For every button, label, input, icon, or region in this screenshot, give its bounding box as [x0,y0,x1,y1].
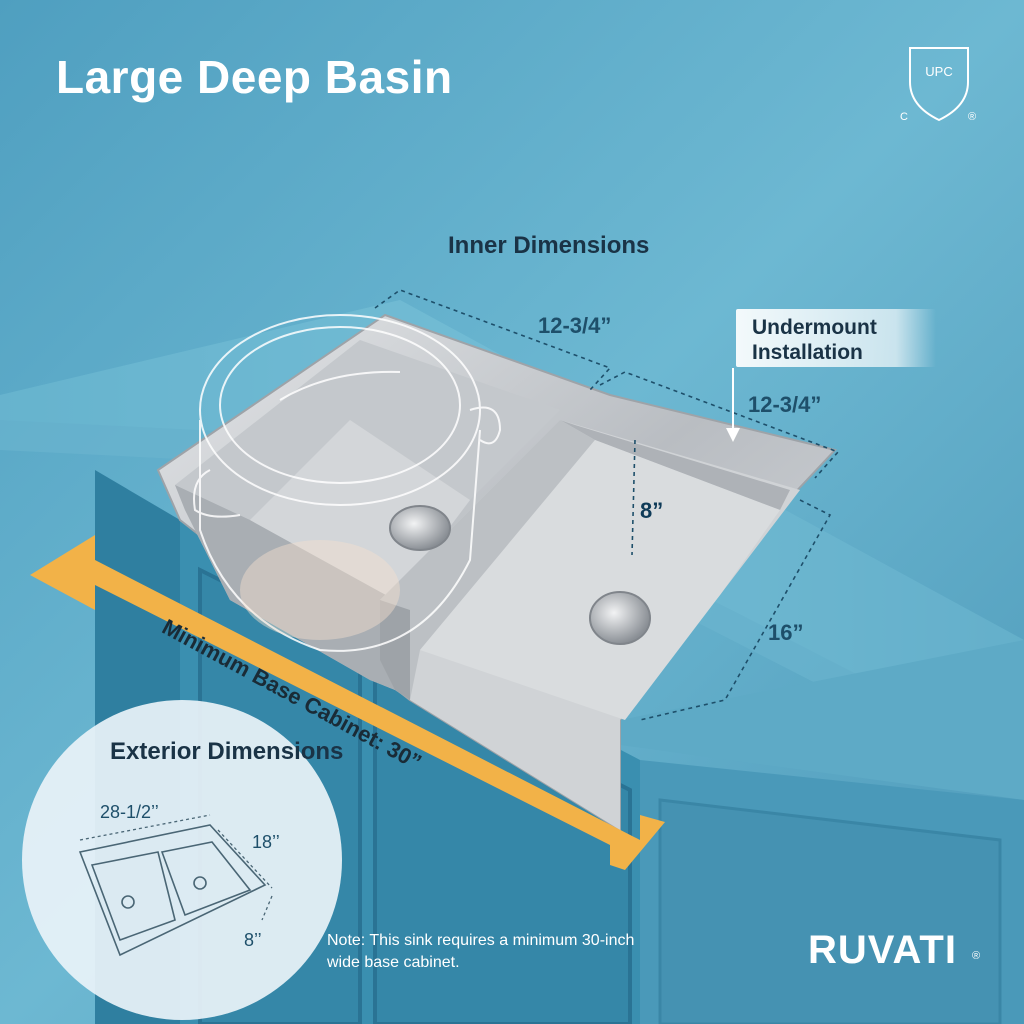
exterior-height-value: 8’’ [244,930,262,950]
svg-text:®: ® [968,111,976,123]
inner-dimensions-label: Inner Dimensions [448,232,650,259]
exterior-width-value: 28-1/2’’ [100,802,159,822]
inner-depth-value: 12-3/4” [748,392,822,417]
pot-outline-illustration [193,314,502,652]
right-basin-wall-back [560,420,790,510]
inner-length-value: 16” [768,620,804,645]
left-drain [389,505,451,551]
undermount-installation-label: Undermount Installation [736,309,936,367]
inner-width-value: 12-3/4” [538,313,612,338]
exterior-sink-diagram [78,824,267,957]
svg-text:UPC: UPC [925,64,952,79]
right-basin-floor [420,440,780,720]
brand-registered-mark: ® [972,950,981,962]
divider-front [380,600,410,700]
brand-logo: RUVATI [808,928,957,972]
inner-height-value: 8” [640,498,664,523]
undermount-arrow-head [726,428,740,442]
cabinet-right-panel [658,798,1002,1024]
upc-certification-icon: UPC C ® [900,47,976,123]
exterior-dimension-guides [79,814,273,921]
dimension-guides [374,289,840,721]
exterior-dimension-badge [22,700,342,1020]
countertop-right [620,640,1024,800]
page-title: Large Deep Basin [56,51,453,103]
cabinet-width-banner [30,535,665,870]
exterior-depth-value: 18’’ [252,832,280,852]
svg-text:C: C [900,111,908,123]
cabinet-note: Note: This sink requires a minimum 30-in… [327,932,635,971]
left-basin-wall [175,485,395,690]
right-basin-wall-left [380,420,595,700]
right-drain [589,591,651,645]
exterior-dimensions-label: Exterior Dimensions [110,738,344,765]
pot-shadow [240,540,400,640]
